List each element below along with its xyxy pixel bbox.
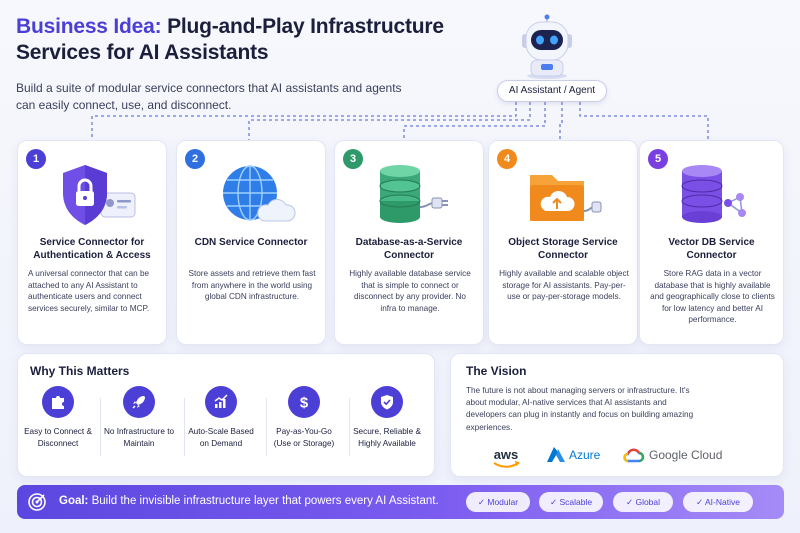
vision-text: The future is not about managing servers… (466, 386, 694, 432)
google-cloud-icon (623, 448, 645, 463)
vision-title: The Vision (466, 364, 527, 378)
globe-cloud-icon (223, 165, 296, 222)
card-title: CDN Service Connector (194, 237, 308, 248)
svg-text:$: $ (300, 395, 309, 412)
tag-scalable: ✓ Scalable (539, 492, 603, 512)
page-subtitle: Build a suite of modular service connect… (16, 81, 402, 112)
tag-ai-native: ✓ AI-Native (683, 492, 753, 512)
card-number-badge: 4 (497, 149, 517, 169)
azure-logo: Azure (546, 446, 600, 464)
card-description: A universal connector that can be attach… (28, 269, 150, 313)
card-description: Highly available and scalable object sto… (499, 269, 629, 301)
card-title: Database-as-a-Service Connector (355, 237, 463, 261)
service-card-authentication: 1 Service Connector for Authentication &… (17, 140, 167, 345)
page-title: Business Idea: Plug-and-Play Infrastruct… (16, 14, 486, 66)
google-cloud-wordmark: Google Cloud (649, 448, 723, 462)
card-number-badge: 3 (343, 149, 363, 169)
goal-statement: Build the invisible infrastructure layer… (91, 495, 439, 507)
why-item-pay-as-you-go: $ Pay-as-You-Go (Use or Storage) (268, 386, 340, 449)
azure-wordmark: Azure (569, 448, 601, 462)
tag-label: Scalable (559, 497, 593, 507)
why-this-matters-panel: Why This Matters Easy to Connect & Disco… (17, 353, 435, 477)
why-title: Why This Matters (30, 364, 130, 378)
chart-growth-icon (214, 394, 228, 408)
card-description: Store assets and retrieve them fast from… (188, 269, 316, 301)
divider (349, 398, 350, 456)
goal-text: Goal: Build the invisible infrastructure… (59, 495, 439, 507)
svg-text:aws: aws (494, 447, 519, 462)
shield-lock-icon (63, 165, 136, 225)
why-item-easy-connect: Easy to Connect & Disconnect (22, 386, 94, 449)
title-prefix: Business Idea: (16, 15, 162, 38)
service-card-vector-db: 5 Vector DB Service Connector Store RAG … (639, 140, 784, 345)
google-cloud-logo: Google Cloud (623, 446, 722, 464)
why-item-label: Pay-as-You-Go (Use or Storage) (273, 427, 335, 448)
tag-label: AI-Native (705, 497, 740, 507)
card-number-badge: 5 (648, 149, 668, 169)
card-number-badge: 1 (26, 149, 46, 169)
folder-upload-icon (530, 175, 602, 221)
robot-icon (522, 14, 572, 79)
divider (266, 398, 267, 456)
card-title: Vector DB Service Connector (668, 237, 755, 261)
service-card-object-storage: 4 Object Storage Service Connector Highl… (488, 140, 638, 345)
why-item-label: Easy to Connect & Disconnect (24, 427, 92, 448)
why-item-no-infrastructure: No Infrastructure to Maintain (103, 386, 175, 449)
agent-label: AI Assistant / Agent (497, 80, 607, 102)
why-item-label: No Infrastructure to Maintain (103, 427, 175, 448)
card-title: Service Connector for Authentication & A… (33, 237, 151, 261)
why-item-label: Secure, Reliable & Highly Available (353, 427, 421, 448)
tag-label: Modular (487, 497, 519, 507)
aws-logo-mark: aws (493, 447, 520, 468)
shield-check-icon (381, 395, 393, 410)
tag-global: ✓ Global (613, 492, 673, 512)
puzzle-icon (52, 396, 64, 409)
database-plug-icon (379, 165, 448, 223)
card-title: Object Storage Service Connector (508, 237, 618, 261)
card-description: Store RAG data in a vector database that… (650, 269, 775, 324)
title-main: Plug-and-Play Infrastructure Services fo… (16, 15, 444, 64)
divider (100, 398, 101, 456)
why-item-secure: Secure, Reliable & Highly Available (351, 386, 423, 449)
card-number-badge: 2 (185, 149, 205, 169)
aws-logo: aws (489, 446, 523, 470)
divider (184, 398, 185, 456)
dollar-icon: $ (300, 395, 309, 412)
service-card-database: 3 Database-as-a-Service Connector Highly… (334, 140, 484, 345)
vector-db-icon (681, 165, 746, 223)
goal-bar: Goal: Build the invisible infrastructure… (17, 485, 784, 519)
azure-icon (547, 447, 565, 462)
target-icon (28, 493, 46, 511)
why-item-label: Auto-Scale Based on Demand (188, 427, 254, 448)
tag-label: Global (635, 497, 661, 507)
why-item-auto-scale: Auto-Scale Based on Demand (185, 386, 257, 449)
connector-lines (91, 102, 709, 140)
card-description: Highly available database service that i… (349, 269, 471, 313)
service-card-cdn: 2 CDN Service Connector Store assets and… (176, 140, 326, 345)
tag-modular: ✓ Modular (466, 492, 530, 512)
vision-panel: The Vision The future is not about manag… (450, 353, 784, 477)
goal-prefix: Goal: (59, 495, 89, 507)
rocket-icon (132, 396, 145, 409)
